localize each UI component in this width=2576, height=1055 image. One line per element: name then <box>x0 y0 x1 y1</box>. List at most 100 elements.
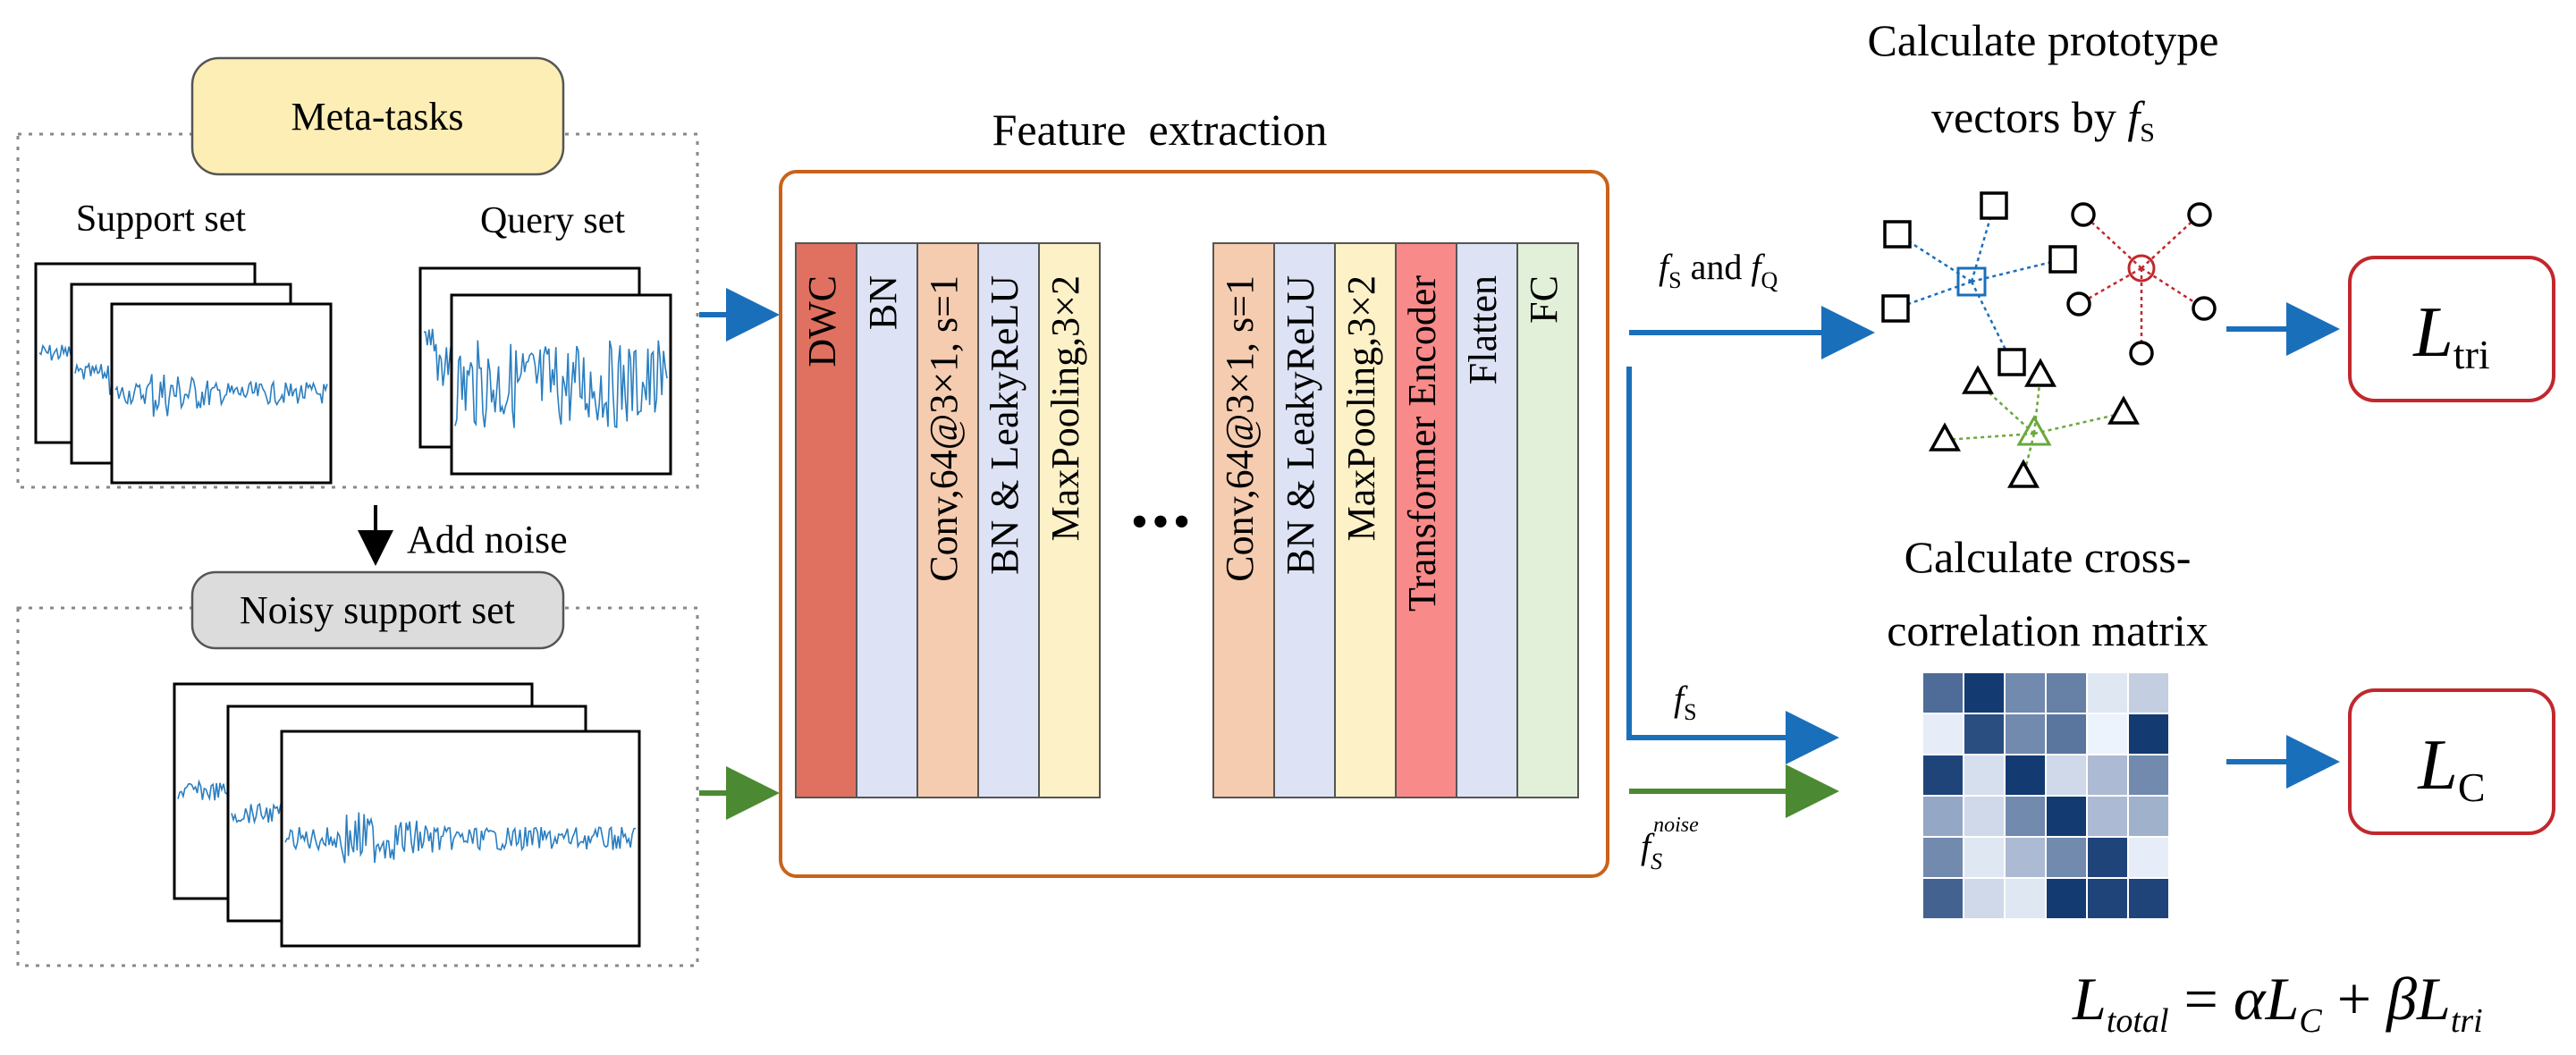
feature-extraction-frame <box>779 170 1609 878</box>
noisy-support-panel: Noisy support set <box>16 570 699 967</box>
square-cluster-link-2 <box>1971 257 2064 283</box>
matrix-cell-4-2 <box>2004 836 2047 879</box>
right-layer-label-5: FC <box>1522 275 1566 324</box>
triangle-cluster-sample-3 <box>2107 395 2140 425</box>
meta-tasks-title: Meta-tasks <box>291 95 463 139</box>
matrix-cell-1-1 <box>1963 713 2006 755</box>
matrix-cell-3-5 <box>2127 795 2170 838</box>
fs-label: fS <box>1674 679 1697 725</box>
circle-cluster-sample-1 <box>2187 202 2212 227</box>
support-set-label: Support set <box>76 198 247 240</box>
support-waveform-3-signal <box>114 374 328 418</box>
noisy-dotted-frame <box>16 606 699 967</box>
triangle-cluster-link-4 <box>2032 375 2042 435</box>
square-cluster-sample-3 <box>1881 294 1910 323</box>
circle-cluster-sample-2 <box>2066 291 2091 316</box>
left-layer-stack: DWC BN Conv,64@3×1, s=1 BN & LeakyReLU MaxPo… <box>795 242 1101 798</box>
cross-correlation-section: Calculate cross- correlation matrix <box>1887 532 2209 920</box>
left-layer-2 <box>916 242 979 798</box>
matrix-cell-5-2 <box>2004 877 2047 920</box>
triangle-cluster-sample-0 <box>1962 365 1994 394</box>
tri-loss-box <box>2348 256 2555 402</box>
circle-cluster-link-1 <box>2141 214 2200 269</box>
matrix-cell-0-1 <box>1963 671 2006 714</box>
cross-corr-title-line1: Calculate cross- <box>1905 532 2192 582</box>
prototype-section: Calculate prototype vectors by fS <box>1868 15 2219 488</box>
support-set-waveforms <box>34 262 333 485</box>
matrix-cell-1-0 <box>1921 713 1964 755</box>
matrix-cell-0-2 <box>2004 671 2047 714</box>
circle-cluster-link-3 <box>2141 266 2205 310</box>
left-layer-4 <box>1038 242 1101 798</box>
right-layer-label-0: Conv,64@3×1, s=1 <box>1218 275 1262 582</box>
right-layer-1 <box>1273 242 1336 798</box>
matrix-cell-4-4 <box>2086 836 2129 879</box>
cross-correlation-matrix <box>1921 671 2170 920</box>
left-layer-label-4: MaxPooling,3×2 <box>1043 275 1087 541</box>
meta-tasks-title-box <box>190 56 565 176</box>
matrix-cell-5-0 <box>1921 877 1964 920</box>
right-layer-5 <box>1516 242 1579 798</box>
noisy-waveform-3-signal <box>284 812 637 864</box>
matrix-cell-5-3 <box>2045 877 2088 920</box>
matrix-cell-3-0 <box>1921 795 1964 838</box>
left-layer-1 <box>856 242 918 798</box>
left-layer-label-3: BN & LeakyReLU <box>983 275 1026 575</box>
matrix-cell-4-0 <box>1921 836 1964 879</box>
matrix-cell-2-2 <box>2004 754 2047 797</box>
left-layer-3 <box>977 242 1040 798</box>
circle-cluster-sample-4 <box>2129 341 2154 366</box>
add-noise-step: Add noise <box>358 505 568 566</box>
noisy-support-title: Noisy support set <box>240 588 515 632</box>
c-loss-label: LC <box>2417 726 2485 810</box>
matrix-cell-0-3 <box>2045 671 2088 714</box>
matrix-cell-0-0 <box>1921 671 1964 714</box>
matrix-cell-3-2 <box>2004 795 2047 838</box>
triangle-cluster-link-3 <box>2033 411 2124 435</box>
matrix-cell-2-1 <box>1963 754 2006 797</box>
square-cluster-sample-1 <box>1980 191 2008 220</box>
triangle-cluster-sample-2 <box>2007 459 2040 488</box>
noisy-waveform-3-frame <box>280 730 641 948</box>
right-layer-2 <box>1334 242 1397 798</box>
matrix-cell-0-5 <box>2127 671 2170 714</box>
noisy-support-waveforms <box>173 682 641 948</box>
left-layer-0 <box>795 242 857 798</box>
matrix-cell-5-4 <box>2086 877 2129 920</box>
right-layer-0 <box>1212 242 1275 798</box>
triangle-cluster-sample-4 <box>2024 358 2057 387</box>
matrix-cell-3-3 <box>2045 795 2088 838</box>
matrix-cell-1-4 <box>2086 713 2129 755</box>
layer-ellipsis: ••• <box>1131 494 1195 550</box>
matrix-cell-2-4 <box>2086 754 2129 797</box>
left-layer-label-1: BN <box>861 275 905 330</box>
query-set-label: Query set <box>480 200 625 241</box>
circle-cluster-sample-3 <box>2192 296 2217 321</box>
left-layer-label-2: Conv,64@3×1, s=1 <box>922 275 966 582</box>
query-set-waveforms <box>418 266 672 476</box>
feature-extraction-block: Feature extraction DWC BN Conv,64@3×1, s=1… <box>779 105 1609 878</box>
matrix-cell-2-3 <box>2045 754 2088 797</box>
matrix-cell-3-1 <box>1963 795 2006 838</box>
fs-fq-label: fS and fQ <box>1659 247 1778 293</box>
meta-tasks-panel: Meta-tasks Support set Query set <box>16 56 699 489</box>
feature-extraction-title: Feature extraction <box>992 105 1328 155</box>
c-loss-box <box>2348 688 2555 835</box>
noisy-title-box <box>190 570 565 650</box>
triangle-cluster-link-0 <box>1977 382 2035 435</box>
square-cluster-sample-0 <box>1883 220 1912 249</box>
square-cluster-prototype <box>1956 266 1987 297</box>
cross-corr-title-line2: correlation matrix <box>1887 605 2209 655</box>
total-loss-formula: Ltotal = αLC + βLtri <box>2072 965 2483 1040</box>
prototype-title-line1: Calculate prototype <box>1868 15 2219 65</box>
query-waveform-2-frame <box>450 293 672 476</box>
matrix-cell-1-5 <box>2127 713 2170 755</box>
circle-cluster-sample-0 <box>2071 202 2096 227</box>
right-layer-label-4: Flatten <box>1461 275 1505 384</box>
output-arrows: fS and fQ fS fSnoise <box>1626 247 1875 874</box>
triangle-cluster-link-1 <box>1944 432 2035 442</box>
matrix-cell-5-1 <box>1963 877 2006 920</box>
matrix-cell-2-0 <box>1921 754 1964 797</box>
left-layer-label-0: DWC <box>800 275 844 367</box>
